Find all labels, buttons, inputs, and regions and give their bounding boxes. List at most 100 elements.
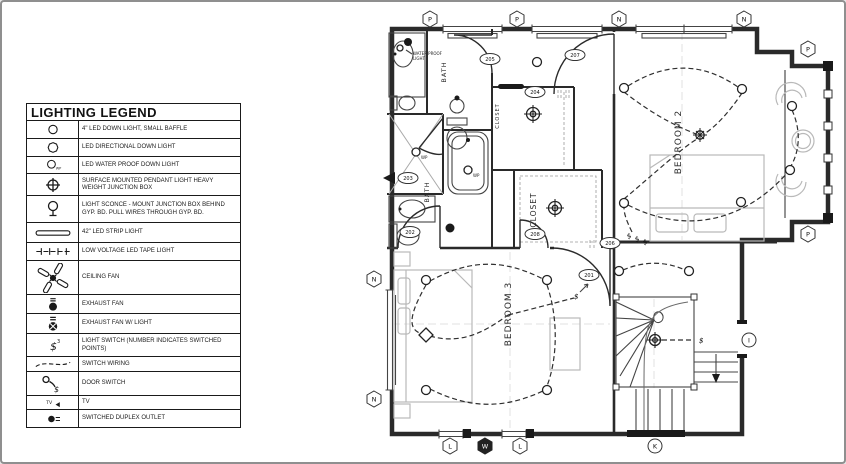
window-tag: L [442,437,458,455]
bath1-toilet [446,117,468,150]
svg-text:N: N [617,15,622,23]
legend-row: 42" LED STRIP LIGHT [27,223,240,243]
annotation-note: WATER PROOF LIGHT [405,49,443,61]
legend-row: LIGHT SCONCE - MOUNT JUNCTION BOX BEHIND… [27,196,240,223]
closet-shelves [519,90,597,248]
door-tag: 205 [479,53,501,65]
legend-row: LED DIRECTIONAL DOWN LIGHT [27,139,240,157]
down-light [420,274,432,286]
door-switch-icon: $ [41,375,59,394]
svg-text:206: 206 [605,241,615,247]
room-label-closet-top: CLOSET [495,103,501,128]
switch-wiring-icon [35,361,70,368]
window-tag: P [509,10,525,28]
svg-text:P: P [428,15,432,23]
svg-text:208: 208 [530,232,540,238]
svg-text:N: N [372,395,377,403]
window-top-3 [635,24,733,39]
window-tag: P [422,10,438,28]
room-label-bath-lower: BATH [423,181,431,202]
window-tag: P [800,40,816,58]
window-top-2 [531,24,603,39]
svg-text:204: 204 [530,90,540,96]
svg-text:L: L [448,442,452,450]
legend-row: CEILING FAN [27,261,240,295]
down-light [541,384,553,396]
door-tag: 206 [599,237,621,249]
svg-text:WP: WP [473,173,480,178]
svg-text:$: $ [625,231,633,240]
down-light [683,265,695,277]
down-light [784,164,796,176]
lighting-legend: LIGHTING LEGEND 4" LED DOWN LIGHT, SMALL… [26,103,241,428]
svg-text:I: I [748,337,750,345]
tv-icon: TV [45,400,60,408]
room-label-bath-top: BATH [440,61,448,82]
switched-duplex-outlet-icon [47,415,60,422]
window-tag: W [477,437,493,455]
svg-text:$: $ [633,234,641,243]
svg-text:$: $ [641,237,649,246]
svg-text:N: N [742,15,747,23]
down-light [736,83,748,95]
doors [397,33,615,307]
door-tag-circle: K [647,438,663,454]
down-light [618,82,630,94]
door-tag: 203 [383,172,419,184]
down-light [786,100,798,112]
light-sconce-icon [47,200,58,217]
svg-text:P: P [515,15,519,23]
pendant-light [524,105,542,123]
legend-row: SWITCHED DUPLEX OUTLET [27,410,240,427]
exhaust-fan-symbol [445,223,455,233]
svg-text:WATER PROOF: WATER PROOF [413,51,443,56]
legend-row: $3 LIGHT SWITCH (NUMBER INDICATES SWITCH… [27,334,240,357]
window-tag: N [366,270,382,288]
room-label-bedroom2: BEDROOM 2 [674,110,684,175]
lights: WP WP [411,56,798,396]
svg-text:$: $ [574,293,579,301]
svg-text:P: P [806,45,810,53]
led-waterproof-down-light-icon: WP [46,159,61,171]
window-left [385,289,397,391]
door-tags: 205 207 204 203 202 208 206 201 [383,49,621,281]
svg-text:207: 207 [570,53,580,59]
room-label-bedroom3: BEDROOM 3 [504,282,514,347]
down-light [613,265,625,277]
bed-bedroom2 [649,154,765,242]
window-tag: N [611,10,627,28]
svg-text:LIGHT: LIGHT [413,56,426,61]
waterproof-light: WP [463,165,480,178]
legend-row: 4" LED DOWN LIGHT, SMALL BAFFLE [27,121,240,139]
legend-row: WP LED WATER PROOF DOWN LIGHT [27,157,240,174]
svg-text:K: K [653,443,658,451]
low-voltage-led-tape-light-icon [35,248,70,255]
svg-text:P: P [806,230,810,238]
svg-text:$: $ [50,340,57,353]
down-light [541,274,553,286]
waterproof-light: WP [411,147,428,160]
svg-text:N: N [372,275,377,283]
door-tag: 201 [578,269,600,281]
legend-row: EXHAUST FAN [27,295,240,314]
switches: $ $ $ $ $ [574,231,704,345]
down-light [420,384,432,396]
staircase [612,293,738,430]
bath-fixtures [388,32,489,249]
down-light [735,196,747,208]
down-light [618,197,630,209]
window-tag: N [366,390,382,408]
svg-text:W: W [482,442,489,450]
exhaust-fan-icon [48,298,57,311]
vanity-light [396,44,404,52]
legend-row: LOW VOLTAGE LED TAPE LIGHT [27,243,240,261]
window-bottom-1 [438,429,464,439]
window-tag: P [800,225,816,243]
switch-wiring [411,67,799,405]
led-strip-light-symbol [498,84,524,89]
bed-bedroom3 [393,251,473,419]
ceiling-fan-icon [37,262,68,293]
directional-down-light [418,327,434,343]
bathtub [447,131,489,195]
